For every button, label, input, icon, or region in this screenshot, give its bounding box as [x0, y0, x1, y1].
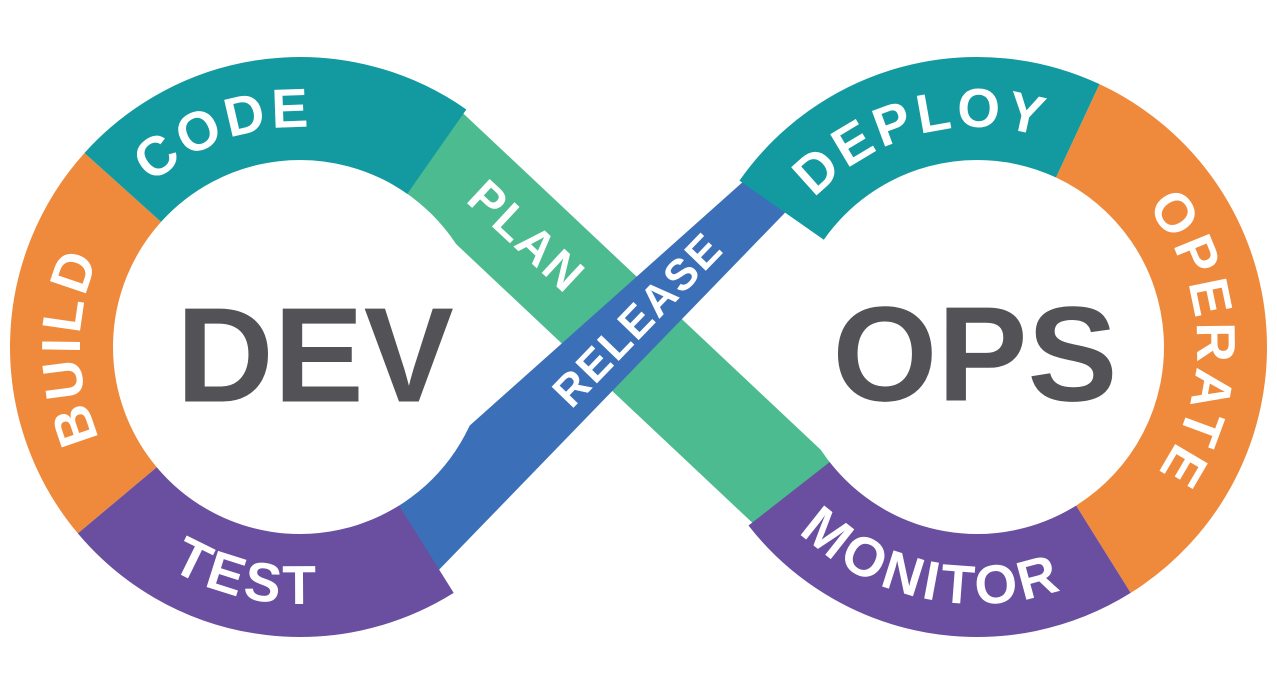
monitor-arc — [748, 461, 1131, 637]
deploy-arc — [739, 57, 1100, 241]
build-arc — [10, 152, 162, 534]
ops-label: OPS — [832, 279, 1117, 430]
right-loop-inner-circle — [790, 160, 1164, 534]
release-band — [350, 177, 820, 595]
left-loop-inner-circle — [113, 160, 487, 534]
operate-arc — [1055, 84, 1267, 593]
dev-label: DEV — [176, 280, 454, 431]
code-arc — [84, 57, 467, 223]
test-arc — [77, 466, 454, 637]
